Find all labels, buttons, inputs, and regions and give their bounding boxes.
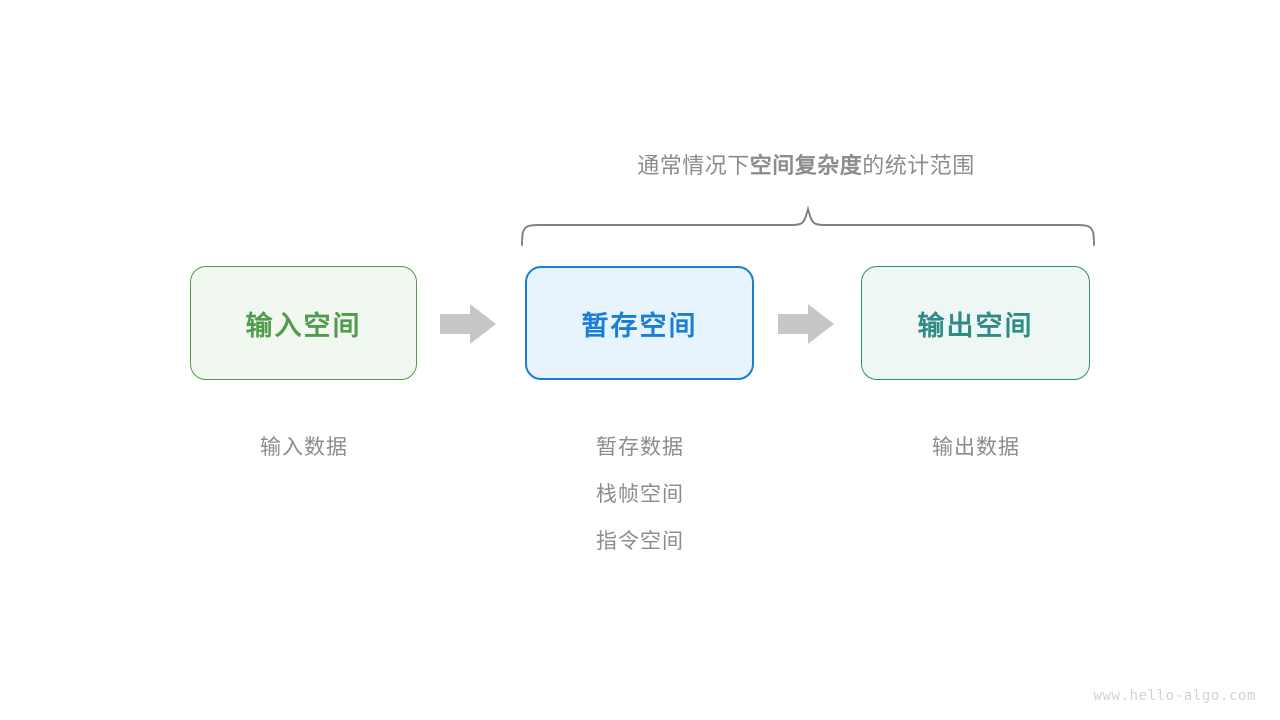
- scope-brace-icon: [521, 205, 1095, 246]
- caption-item: 输入数据: [260, 436, 348, 459]
- watermark: www.hello-algo.com: [1093, 688, 1256, 704]
- caption-column-input: 输入数据: [154, 424, 454, 471]
- caption-item: 暂存数据: [596, 436, 684, 459]
- stage-label-input: 输入空间: [245, 310, 362, 341]
- caption-column-temp: 暂存数据 栈帧空间 指令空间: [490, 424, 790, 565]
- arrow-right-icon-temp-to-output: [778, 304, 834, 344]
- scope-caption-prefix: 通常情况下: [637, 153, 750, 178]
- stage-label-temp: 暂存空间: [581, 310, 698, 341]
- caption-column-output: 输出数据: [826, 424, 1126, 471]
- arrow-right-icon-input-to-temp: [440, 304, 496, 344]
- stage-box-output[interactable]: 输出空间: [861, 266, 1090, 380]
- caption-item: 栈帧空间: [596, 483, 684, 506]
- scope-caption-bold: 空间复杂度: [749, 153, 863, 178]
- scope-caption: 通常情况下空间复杂度的统计范围: [0, 148, 1280, 180]
- scope-caption-suffix: 的统计范围: [862, 153, 975, 178]
- stage-label-output: 输出空间: [917, 310, 1034, 341]
- stage-row: 输入空间 暂存空间 输出空间: [0, 266, 1280, 381]
- stage-box-temp[interactable]: 暂存空间: [525, 266, 754, 380]
- stage-box-input[interactable]: 输入空间: [190, 266, 417, 380]
- caption-item: 输出数据: [932, 436, 1020, 459]
- caption-item: 指令空间: [596, 530, 684, 553]
